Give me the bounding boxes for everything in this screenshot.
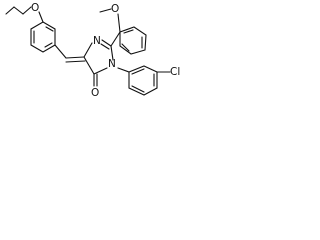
benzylidene-ch-bond (54, 44, 67, 59)
chlorophenyl-ring (128, 65, 158, 96)
ring-n3-c2-double-b (100, 43, 110, 50)
ethyl-bond-2 (13, 6, 24, 15)
n1-aryl-bond (117, 67, 130, 73)
ring-c2-n1-bond (110, 45, 114, 61)
ring-c5-c4-bond (83, 56, 95, 75)
ethoxy-c-o-bond (22, 6, 32, 15)
exocyclic-double-bond-a (65, 56, 85, 59)
ring-c4-n3-bond (83, 42, 93, 58)
c2-aryl-bond (110, 31, 121, 47)
methoxyphenyl-double-1 (123, 29, 134, 34)
methoxy-oxygen-label: O (111, 3, 119, 15)
ethoxyphenyl-double-1 (45, 26, 54, 32)
methoxy-methyl-bond (99, 8, 112, 13)
ring-n1-c5-bond (93, 67, 108, 75)
exocyclic-double-bond-b (65, 60, 86, 63)
ethyl-bond-1 (5, 6, 15, 15)
ethoxyphenyl-ring (30, 21, 56, 53)
methoxyphenyl-double-3 (121, 43, 130, 52)
atom-labels: O O N N O Cl (31, 2, 180, 99)
chemical-structure-diagram: O O N N O Cl (5, 2, 180, 99)
carbonyl-oxygen-label: O (91, 87, 99, 99)
methoxyphenyl-ring (119, 26, 147, 55)
ring-nitrogen-top-label: N (93, 35, 101, 47)
ethoxy-o-ring-bond (38, 11, 44, 23)
ethoxy-oxygen-label: O (31, 2, 39, 14)
ring-n3-c2-double-a (101, 39, 112, 47)
chlorophenyl-double-1 (131, 68, 145, 75)
chlorine-label: Cl (170, 66, 180, 78)
ethoxyphenyl-double-2 (44, 42, 53, 48)
bonds (5, 6, 171, 96)
chlorophenyl-double-3 (131, 85, 145, 93)
methoxy-o-bond (117, 13, 121, 33)
ring-nitrogen-label: N (108, 58, 116, 70)
